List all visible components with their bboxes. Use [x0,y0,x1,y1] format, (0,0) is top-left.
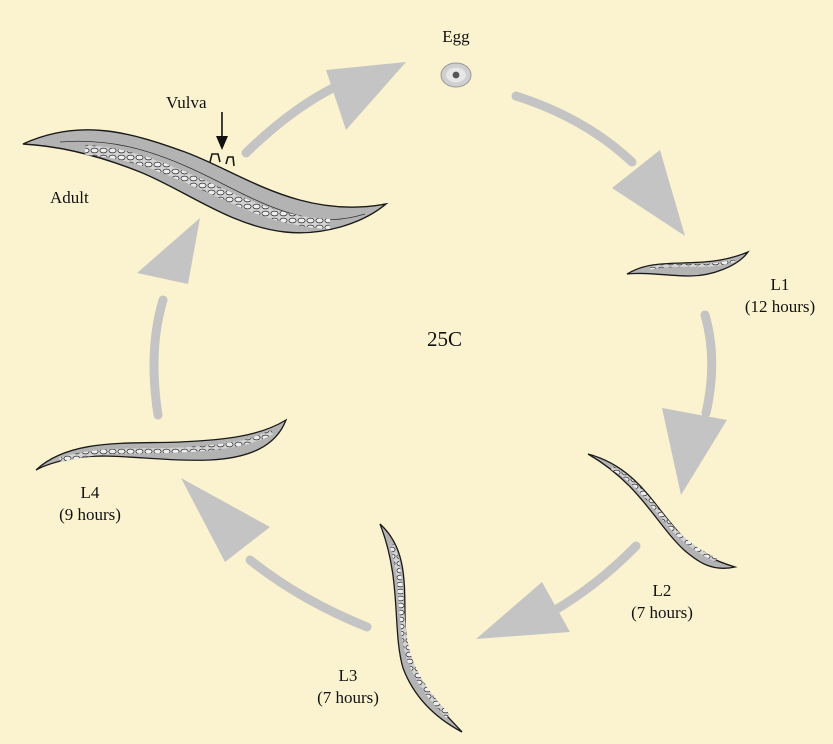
arrowhead-egg [326,62,406,130]
adult-label: Adult [50,187,89,209]
l2-label: L2 (7 hours) [612,580,712,624]
arrowhead-l2 [662,408,727,495]
temperature-label: 25C [427,328,462,350]
l4-stage-name: L4 [40,482,140,504]
arrow-egg-to-l1 [516,96,632,162]
l3-label: L3 (7 hours) [298,665,398,709]
arrowhead-l3 [476,582,570,639]
arrowhead-adult [137,218,200,284]
egg-stage-name: Egg [442,27,469,46]
arrow-l3-to-l4 [250,560,367,627]
l1-stage-name: L1 [728,274,832,296]
arrow-l1-to-l2 [705,315,712,413]
l4-duration: (9 hours) [40,504,140,526]
arrowhead-l1 [612,150,685,236]
vulva-label: Vulva [166,92,207,114]
l1-duration: (12 hours) [728,296,832,318]
arrow-adult-to-egg [246,88,333,153]
l3-stage-name: L3 [298,665,398,687]
arrowhead-l4 [181,478,270,562]
egg-icon [441,63,471,87]
l4-worm-icon [36,420,286,470]
l1-worm-icon [627,252,748,276]
egg-label: Egg [427,26,485,48]
l2-worm-icon [588,454,735,568]
adult-worm-icon [23,130,386,233]
l3-duration: (7 hours) [298,687,398,709]
arrow-l4-to-adult [154,300,163,415]
vulva-pointer-arrow [216,112,228,150]
l2-duration: (7 hours) [612,602,712,624]
l1-label: L1 (12 hours) [728,274,832,318]
l2-stage-name: L2 [612,580,712,602]
l4-label: L4 (9 hours) [40,482,140,526]
